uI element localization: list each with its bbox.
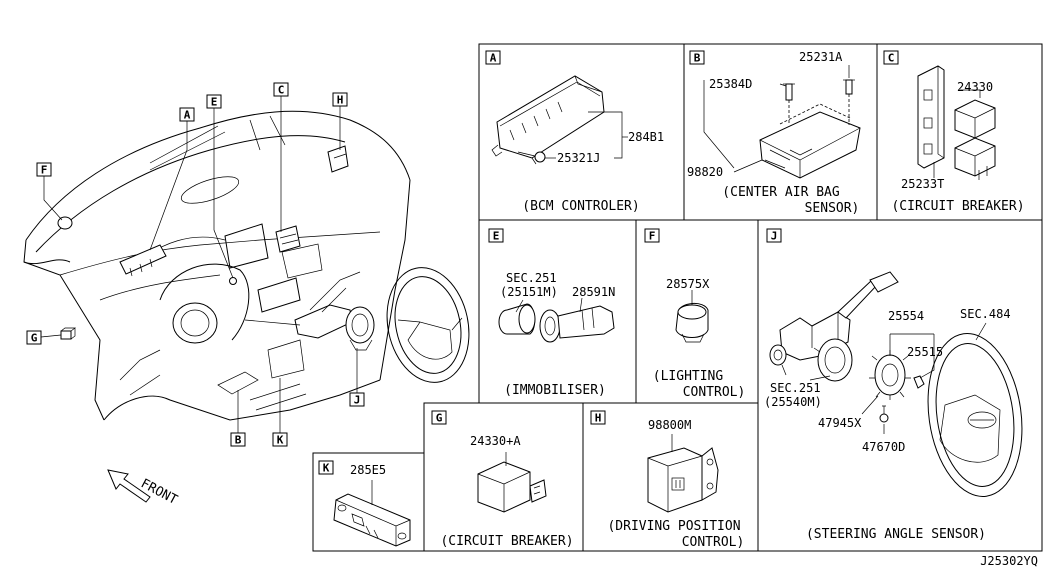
part-sec251-e-label: SEC.251 <box>506 271 557 285</box>
panel-f-lighting-control-drawing <box>675 290 709 343</box>
panel-b-caption-line1: (CENTER AIR BAG <box>722 185 840 200</box>
panel-k-letter: K <box>323 462 330 475</box>
panel-g-circuit-breaker-drawing <box>477 452 547 513</box>
part-25540m-label: (25540M) <box>764 395 822 409</box>
panel-f-caption-line1: (LIGHTING <box>653 369 724 384</box>
panel-f-caption-line2: CONTROL) <box>683 385 746 400</box>
overview-letter-e: E <box>211 96 218 109</box>
panel-h-caption-line2: CONTROL) <box>682 535 745 550</box>
part-285e5-label: 285E5 <box>350 463 386 477</box>
panel-a-bcm-drawing <box>491 75 628 165</box>
part-25233t-label: 25233T <box>901 177 944 191</box>
drawing-id: J25302YQ <box>980 554 1038 568</box>
part-284b1-label: 284B1 <box>628 130 664 144</box>
panel-b-letter: B <box>694 52 701 65</box>
part-sec251-j-label: SEC.251 <box>770 381 821 395</box>
part-28575x-label: 28575X <box>666 277 710 291</box>
overview-letter-j: J <box>354 394 361 407</box>
panel-f-letter: F <box>649 230 656 243</box>
part-47945x-label: 47945X <box>818 416 862 430</box>
panel-e-letter: E <box>493 230 500 243</box>
part-25151m-label: (25151M) <box>500 285 558 299</box>
panel-a-letter: A <box>490 52 497 65</box>
part-25554-label: 25554 <box>888 309 924 323</box>
panel-frames <box>312 43 1043 552</box>
part-25384d-label: 25384D <box>709 77 752 91</box>
overview-letter-a: A <box>184 109 191 122</box>
panel-b-airbag-sensor-drawing <box>703 65 861 179</box>
panel-e-caption: (IMMOBILISER) <box>504 383 606 398</box>
part-47670d-label: 47670D <box>862 440 905 454</box>
panel-g-caption: (CIRCUIT BREAKER) <box>440 534 573 549</box>
part-28591n-label: 28591N <box>572 285 615 299</box>
dashboard-overview-drawing <box>23 96 470 433</box>
overview-letter-g: G <box>31 332 38 345</box>
front-arrow: FRONT <box>107 469 180 508</box>
panel-k-frame <box>312 452 425 552</box>
overview-letter-tags: A E C H F G B K J <box>26 82 365 447</box>
overview-letter-b: B <box>235 434 242 447</box>
panel-b-caption-line2: SENSOR) <box>805 201 860 216</box>
part-25515-label: 25515 <box>907 345 943 359</box>
panel-c-letter: C <box>888 52 895 65</box>
part-sec484-label: SEC.484 <box>960 307 1011 321</box>
panel-j-caption: (STEERING ANGLE SENSOR) <box>806 527 986 542</box>
panel-j-steering-angle-sensor-drawing <box>769 271 1023 497</box>
front-label: FRONT <box>138 476 180 508</box>
overview-letter-f: F <box>41 164 48 177</box>
overview-letter-c: C <box>278 84 285 97</box>
panel-k-module-drawing <box>333 480 411 547</box>
panel-a-caption: (BCM CONTROLER) <box>522 199 639 214</box>
panel-h-frame <box>582 402 759 552</box>
part-24330-label: 24330 <box>957 80 993 94</box>
part-24330-a-label: 24330+A <box>470 434 521 448</box>
panel-letter-tags: A B C E F J G H K <box>318 50 899 475</box>
overview-letter-k: K <box>277 434 284 447</box>
part-25321j-label: 25321J <box>557 151 600 165</box>
part-25231a-label: 25231A <box>799 50 843 64</box>
overview-letter-h: H <box>337 94 344 107</box>
part-98800m-label: 98800M <box>648 418 691 432</box>
panel-h-caption-line1: (DRIVING POSITION <box>607 519 740 534</box>
panel-c-circuit-breaker-drawing <box>917 65 996 180</box>
panel-h-letter: H <box>595 412 602 425</box>
panel-j-letter: J <box>771 230 778 243</box>
panel-j-frame <box>757 219 1043 552</box>
panel-e-immobiliser-drawing <box>498 297 615 343</box>
panel-g-letter: G <box>436 412 443 425</box>
part-98820-label: 98820 <box>687 165 723 179</box>
panel-h-driving-position-control-drawing <box>647 434 719 513</box>
panel-c-caption: (CIRCUIT BREAKER) <box>891 199 1024 214</box>
